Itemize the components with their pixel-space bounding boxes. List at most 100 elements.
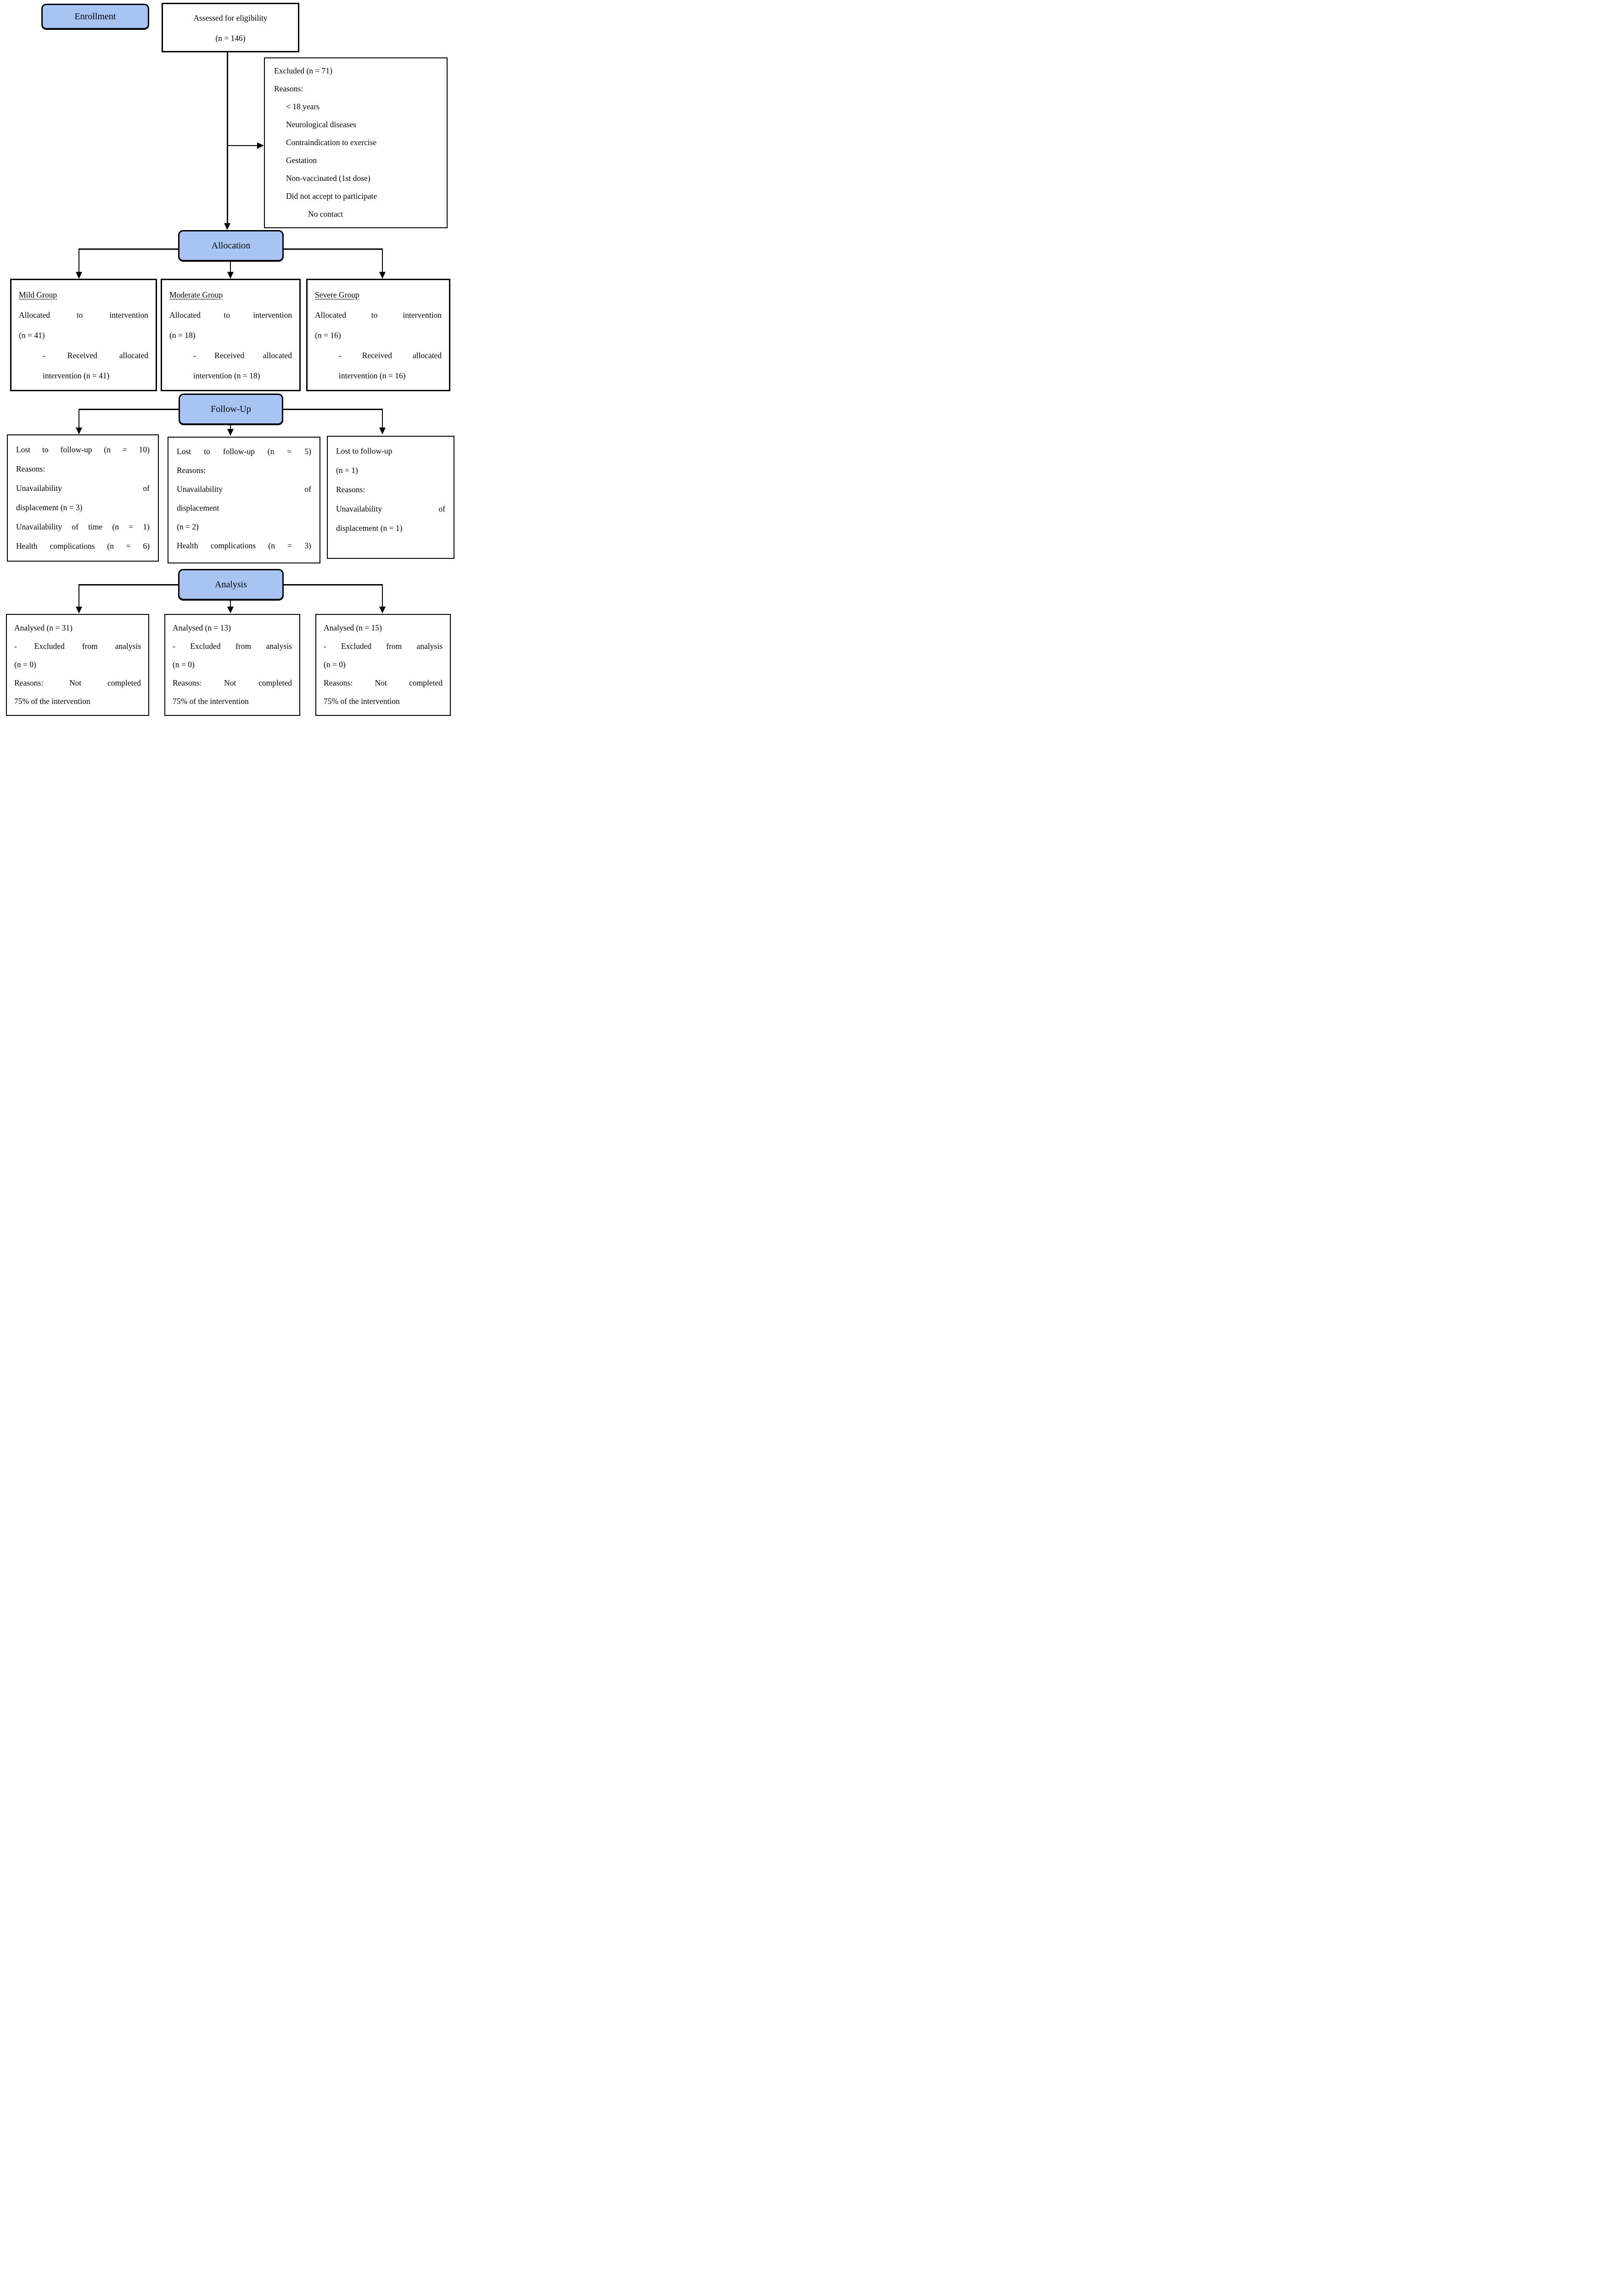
allocation-branch-center-vline <box>230 261 231 272</box>
severe-received-line2: intervention (n = 16) <box>339 371 406 380</box>
box-severe-group: Severe Group Allocated to intervention (… <box>306 279 450 391</box>
arrowhead-into-followup-box-2 <box>227 429 234 436</box>
fu1-time-line: Unavailability of time (n = 1) <box>16 522 150 531</box>
an1-reasons-line: Reasons: Not completed <box>14 678 141 687</box>
an1-percent-line: 75% of the intervention <box>14 697 90 706</box>
fu2-reasons-label: Reasons: <box>177 466 206 475</box>
mild-group-title: Mild Group <box>19 285 148 305</box>
moderate-received-line1: - Received allocated <box>193 351 292 360</box>
followup-branch-right-hline <box>283 409 383 410</box>
arrowhead-into-analysis-box-1 <box>75 607 82 613</box>
stage-followup-label: Follow-Up <box>211 404 251 414</box>
mild-group-title-text: Mild Group <box>19 290 57 299</box>
consort-flow-diagram: Enrollment Assessed for eligibility (n =… <box>0 0 459 720</box>
box-excluded: Excluded (n = 71) Reasons: < 18 years Ne… <box>264 57 448 228</box>
severe-allocated-n: (n = 16) <box>315 331 341 340</box>
mild-allocated-line: Allocated to intervention <box>19 310 148 320</box>
an1-n-line: (n = 0) <box>14 660 36 669</box>
fu3-n-line: (n = 1) <box>336 466 358 475</box>
arrowhead-into-followup-box-3 <box>379 428 386 434</box>
excluded-reason-age: < 18 years <box>286 102 320 111</box>
box-analysed-mild: Analysed (n = 31) - Excluded from analys… <box>6 614 149 716</box>
analysis-branch-left-vline <box>78 584 80 607</box>
fu3-displacement-line: displacement (n = 1) <box>336 523 403 533</box>
fu3-reasons-label: Reasons: <box>336 485 365 494</box>
moderate-group-title-text: Moderate Group <box>169 290 223 299</box>
followup-branch-left-vline <box>78 409 80 428</box>
box-analysed-severe: Analysed (n = 15) - Excluded from analys… <box>315 614 451 716</box>
followup-branch-center-vline <box>230 425 231 429</box>
severe-group-title-text: Severe Group <box>315 290 359 299</box>
excluded-reason-contraindication: Contraindication to exercise <box>286 138 377 147</box>
stage-analysis-label: Analysis <box>215 579 247 590</box>
fu2-unavailability-line: Unavailability of <box>177 484 311 494</box>
an2-excluded-line: - Excluded from analysis <box>173 642 292 651</box>
excluded-reason-not-accept: Did not accept to participate <box>286 191 377 201</box>
an2-n-line: (n = 0) <box>173 660 195 669</box>
stage-enrollment: Enrollment <box>41 4 149 29</box>
moderate-allocated-n: (n = 18) <box>169 331 196 340</box>
fu2-displacement-line: displacement <box>177 503 219 512</box>
fu1-reasons-label: Reasons: <box>16 464 45 473</box>
fu1-lost-line: Lost to follow-up (n = 10) <box>16 445 150 454</box>
stage-analysis: Analysis <box>178 569 284 600</box>
an3-reasons-line: Reasons: Not completed <box>324 678 443 687</box>
assessed-line1: Assessed for eligibility <box>193 13 268 23</box>
an1-excluded-line: - Excluded from analysis <box>14 642 141 651</box>
fu1-displacement-line: displacement (n = 3) <box>16 503 83 512</box>
fu2-lost-line: Lost to follow-up (n = 5) <box>177 447 311 456</box>
analysis-branch-right-vline <box>381 584 383 607</box>
mild-received-line2: intervention (n = 41) <box>43 371 110 380</box>
excluded-reason-nonvaccinated: Non-vaccinated (1st dose) <box>286 174 370 183</box>
analysis-branch-right-hline <box>284 584 383 585</box>
connector-to-excluded <box>227 145 257 146</box>
arrowhead-into-analysis-box-2 <box>227 607 234 613</box>
analysis-branch-left-hline <box>79 584 178 585</box>
arrowhead-into-analysis-box-3 <box>379 607 386 613</box>
an2-percent-line: 75% of the intervention <box>173 697 249 706</box>
arrowhead-into-excluded <box>257 142 264 149</box>
box-lost-followup-severe: Lost to follow-up (n = 1) Reasons: Unava… <box>327 436 454 559</box>
allocation-branch-left-hline <box>79 248 178 250</box>
an1-analysed-line: Analysed (n = 31) <box>14 623 73 632</box>
fu3-lost-line: Lost to follow-up <box>336 446 392 456</box>
severe-group-title: Severe Group <box>315 285 442 305</box>
box-lost-followup-moderate: Lost to follow-up (n = 5) Reasons: Unava… <box>168 437 320 563</box>
fu2-n-line: (n = 2) <box>177 522 199 531</box>
fu1-unavailability-line: Unavailability of <box>16 484 150 493</box>
excluded-header: Excluded (n = 71) <box>274 66 332 75</box>
an2-reasons-line: Reasons: Not completed <box>173 678 292 687</box>
arrowhead-into-moderate-group <box>227 272 234 279</box>
an3-excluded-line: - Excluded from analysis <box>324 642 443 651</box>
excluded-reason-no-contact: No contact <box>308 209 343 219</box>
fu2-health-line: Health complications (n = 3) <box>177 541 311 550</box>
excluded-reason-neurological: Neurological diseases <box>286 120 357 129</box>
stage-enrollment-label: Enrollment <box>74 11 116 22</box>
excluded-reasons-label: Reasons: <box>274 84 303 93</box>
followup-branch-right-vline <box>381 409 383 428</box>
fu1-health-line: Health complications (n = 6) <box>16 541 150 551</box>
box-lost-followup-mild: Lost to follow-up (n = 10) Reasons: Unav… <box>7 434 159 562</box>
analysis-branch-center-vline <box>230 600 231 607</box>
arrowhead-into-severe-group <box>379 272 386 279</box>
an3-analysed-line: Analysed (n = 15) <box>324 623 382 632</box>
box-mild-group: Mild Group Allocated to intervention (n … <box>10 279 157 391</box>
moderate-received-line2: intervention (n = 18) <box>193 371 260 380</box>
arrowhead-into-mild-group <box>75 272 82 279</box>
severe-received-line1: - Received allocated <box>339 351 442 360</box>
moderate-allocated-line: Allocated to intervention <box>169 310 292 320</box>
mild-allocated-n: (n = 41) <box>19 331 45 340</box>
severe-allocated-line: Allocated to intervention <box>315 310 442 320</box>
box-analysed-moderate: Analysed (n = 13) - Excluded from analys… <box>164 614 300 716</box>
box-assessed-for-eligibility: Assessed for eligibility (n = 146) <box>162 3 299 52</box>
mild-received-line1: - Received allocated <box>43 351 148 360</box>
followup-branch-left-hline <box>79 409 179 410</box>
assessed-line2: (n = 146) <box>215 34 246 43</box>
an3-percent-line: 75% of the intervention <box>324 697 400 706</box>
moderate-group-title: Moderate Group <box>169 285 292 305</box>
connector-assessed-to-allocation <box>227 52 228 223</box>
stage-allocation: Allocation <box>178 230 284 261</box>
allocation-branch-right-vline <box>381 248 383 272</box>
allocation-branch-right-hline <box>284 248 383 250</box>
arrowhead-into-allocation <box>224 223 230 230</box>
